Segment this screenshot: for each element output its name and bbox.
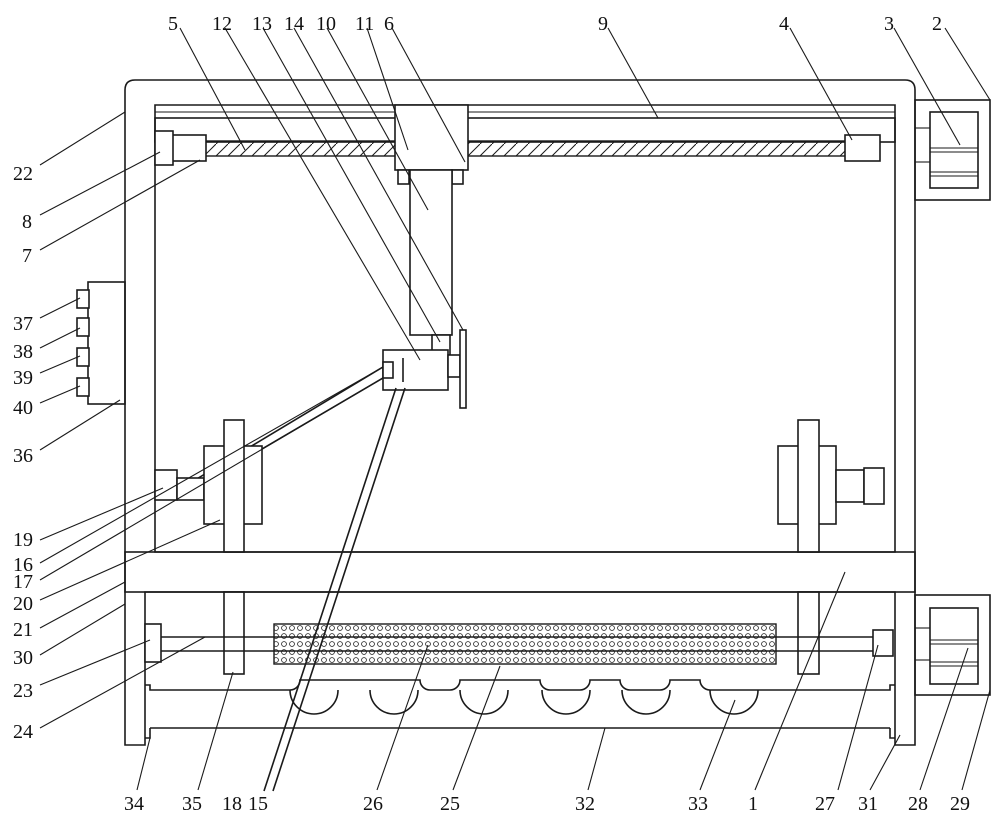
label-38: 38 — [13, 341, 33, 363]
label-29: 29 — [950, 793, 970, 815]
label-36: 36 — [13, 445, 33, 467]
label-22: 22 — [13, 163, 33, 185]
label-24: 24 — [13, 721, 33, 743]
leader-lines — [39, 27, 991, 791]
label-34: 34 — [124, 793, 144, 815]
label-25: 25 — [440, 793, 460, 815]
label-9: 9 — [598, 13, 608, 35]
label-33: 33 — [688, 793, 708, 815]
label-31: 31 — [858, 793, 878, 815]
label-37: 37 — [13, 313, 33, 335]
label-3: 3 — [884, 13, 894, 35]
label-23: 23 — [13, 680, 33, 702]
label-17: 17 — [13, 571, 33, 593]
label-19: 19 — [13, 529, 33, 551]
label-10: 10 — [316, 13, 336, 35]
upper-right-motor — [914, 99, 991, 201]
scalloped-tray — [145, 679, 895, 739]
label-14: 14 — [284, 13, 304, 35]
label-18: 18 — [222, 793, 242, 815]
lower-right-motor — [914, 594, 991, 696]
label-5: 5 — [168, 13, 178, 35]
part-labels: 1 2 3 4 5 6 7 8 9 10 11 12 13 14 15 16 1… — [13, 13, 970, 815]
top-lead-screw-assembly — [154, 117, 896, 166]
label-11: 11 — [355, 13, 374, 35]
label-35: 35 — [182, 793, 202, 815]
label-1: 1 — [748, 793, 758, 815]
label-7: 7 — [22, 245, 32, 267]
left-clamp — [154, 419, 263, 675]
label-6: 6 — [384, 13, 394, 35]
label-4: 4 — [779, 13, 789, 35]
label-21: 21 — [13, 619, 33, 641]
label-16: 16 — [13, 554, 33, 576]
crossbeam — [124, 551, 916, 593]
label-32: 32 — [575, 793, 595, 815]
control-box — [76, 281, 126, 405]
label-2: 2 — [932, 13, 942, 35]
label-28: 28 — [908, 793, 928, 815]
label-8: 8 — [22, 211, 32, 233]
label-13: 13 — [252, 13, 272, 35]
label-27: 27 — [815, 793, 835, 815]
label-12: 12 — [212, 13, 232, 35]
lower-shaft-and-roller — [144, 623, 894, 665]
label-20: 20 — [13, 593, 33, 615]
carriage-and-cutter — [382, 104, 469, 409]
label-40: 40 — [13, 397, 33, 419]
label-26: 26 — [363, 793, 383, 815]
label-30: 30 — [13, 647, 33, 669]
right-clamp — [777, 419, 885, 675]
label-15: 15 — [248, 793, 268, 815]
label-39: 39 — [13, 367, 33, 389]
